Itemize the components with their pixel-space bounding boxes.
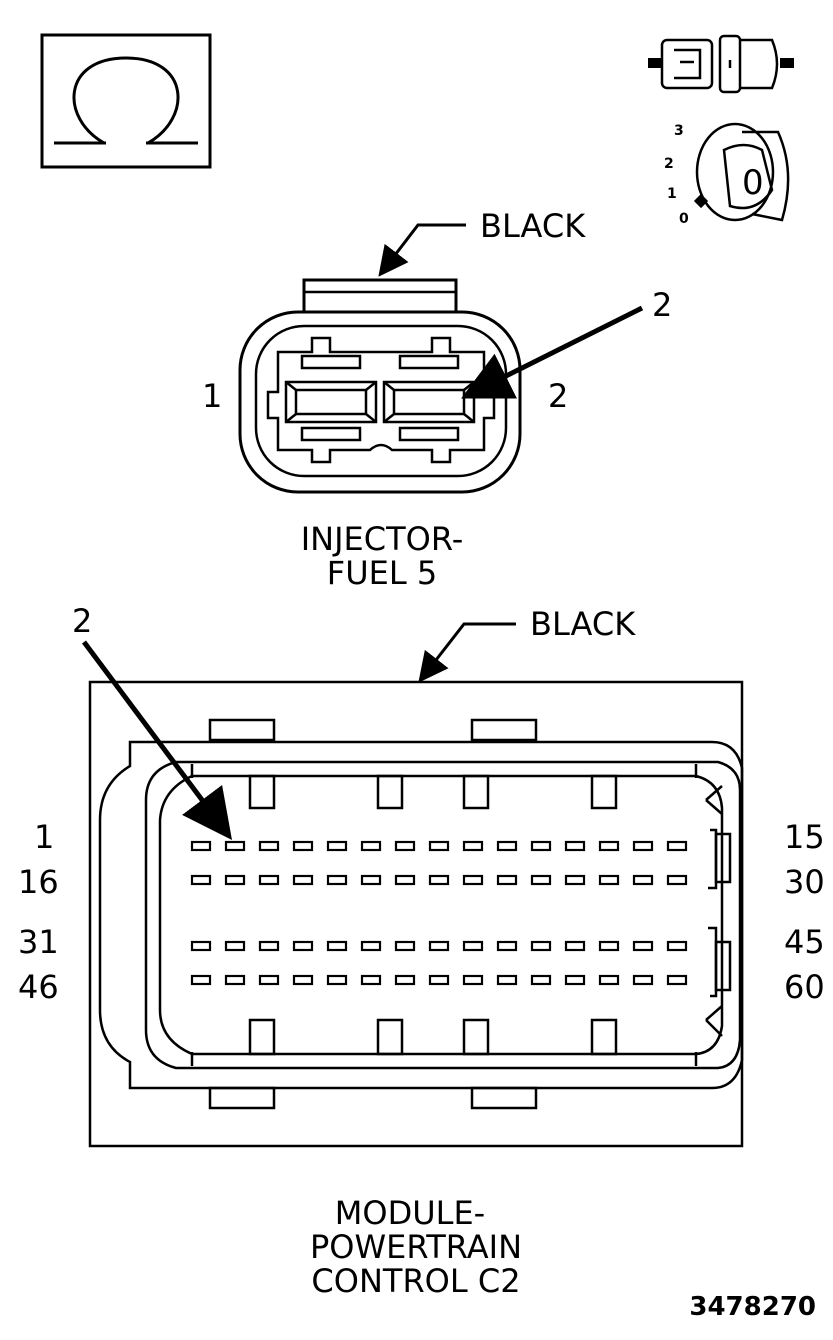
key-value-label: 0: [742, 163, 764, 203]
pcm-cavity-18: [258, 874, 280, 886]
pcm-cavity-47: [224, 974, 246, 986]
pcm-cavity-45: [666, 940, 688, 952]
pcm-cavity-52: [394, 974, 416, 986]
pcm-cavity-32: [224, 940, 246, 952]
pcm-cavity-39: [462, 940, 484, 952]
pcm-cavity-44: [632, 940, 654, 952]
injector-callout-label: 2: [652, 286, 672, 324]
pcm-row-label-30: 30: [784, 863, 825, 901]
pcm-cavity-37: [394, 940, 416, 952]
pcm-title-line1: MODULE-: [335, 1194, 485, 1232]
key-position-2: 2: [664, 156, 674, 172]
pcm-cavity-8: [428, 840, 450, 852]
pcm-row-label-15: 15: [784, 818, 825, 856]
pcm-callout-label: 2: [72, 602, 92, 640]
pcm-cavity-1: [190, 840, 212, 852]
pcm-cavity-11: [530, 840, 552, 852]
pcm-row-label-46: 46: [18, 968, 59, 1006]
pcm-cavity-40: [496, 940, 518, 952]
key-position-3: 3: [674, 123, 684, 139]
pcm-cavity-58: [598, 974, 620, 986]
pcm-cavity-12: [564, 840, 586, 852]
injector-pin-2-label: 2: [548, 377, 568, 415]
pcm-cavity-38: [428, 940, 450, 952]
injector-terminal-2: [382, 380, 476, 424]
pcm-row-label-60: 60: [784, 968, 825, 1006]
pcm-cavity-30: [666, 874, 688, 886]
pcm-cavity-4: [292, 840, 314, 852]
pcm-cavity-21: [360, 874, 382, 886]
pcm-cavity-9: [462, 840, 484, 852]
pcm-cavity-16: [190, 874, 212, 886]
pcm-cavity-35: [326, 940, 348, 952]
pcm-cavity-46: [190, 974, 212, 986]
injector-connector: BLACK: [202, 207, 672, 592]
pcm-cavity-36: [360, 940, 382, 952]
pcm-cavity-56: [530, 974, 552, 986]
injector-title-line1: INJECTOR-: [301, 520, 464, 558]
pcm-cavity-27: [564, 874, 586, 886]
injector-title-line2: FUEL 5: [327, 554, 437, 592]
pcm-cavity-53: [428, 974, 450, 986]
pcm-row-label-1: 1: [34, 818, 54, 856]
pcm-cavity-57: [564, 974, 586, 986]
pcm-cavity-19: [292, 874, 314, 886]
pcm-cavity-17: [224, 874, 246, 886]
pcm-title-line2: POWERTRAIN: [310, 1228, 522, 1266]
ignition-key-icon: 3 2 1 0 0: [664, 122, 790, 227]
pcm-cavity-41: [530, 940, 552, 952]
pcm-cavity-5: [326, 840, 348, 852]
injector-callout-arrow: [461, 305, 644, 399]
pcm-cavity-7: [394, 840, 416, 852]
pcm-cavity-51: [360, 974, 382, 986]
key-position-1: 1: [667, 186, 677, 202]
pcm-color-label: BLACK: [530, 605, 636, 643]
pcm-cavity-23: [428, 874, 450, 886]
key-position-marker: [693, 193, 709, 209]
pcm-cavity-3: [258, 840, 280, 852]
ohmmeter-icon: [40, 33, 212, 169]
pcm-cavity-59: [632, 974, 654, 986]
pcm-cavity-14: [632, 840, 654, 852]
pcm-cavity-26: [530, 874, 552, 886]
pcm-color-leader: [418, 622, 516, 683]
pcm-cavity-24: [462, 874, 484, 886]
pcm-cavity-43: [598, 940, 620, 952]
pcm-cavity-34: [292, 940, 314, 952]
injector-color-label: BLACK: [480, 207, 586, 245]
pcm-cavity-13: [598, 840, 620, 852]
pcm-cavity-54: [462, 974, 484, 986]
pcm-row-label-16: 16: [18, 863, 59, 901]
pcm-cavity-55: [496, 974, 518, 986]
pcm-cavity-28: [598, 874, 620, 886]
pcm-row-label-45: 45: [784, 923, 825, 961]
pcm-cavity-49: [292, 974, 314, 986]
pcm-cavity-2: [224, 840, 246, 852]
pcm-cavity-48: [258, 974, 280, 986]
pcm-callout-arrow: [81, 640, 232, 841]
disconnect-connector-icon: [648, 34, 794, 94]
pcm-pin-grid: [190, 840, 688, 986]
pcm-cavity-6: [360, 840, 382, 852]
injector-terminal-1: [284, 380, 378, 424]
pcm-cavity-50: [326, 974, 348, 986]
pcm-title-line3: CONTROL C2: [311, 1262, 520, 1300]
key-position-0: 0: [679, 211, 689, 227]
pcm-c2-connector: BLACK 2: [18, 602, 825, 1300]
pcm-cavity-22: [394, 874, 416, 886]
pcm-cavity-15: [666, 840, 688, 852]
figure-id: 3478270: [689, 1292, 816, 1322]
injector-pin-1-label: 1: [202, 377, 222, 415]
pcm-cavity-31: [190, 940, 212, 952]
pcm-cavity-42: [564, 940, 586, 952]
pcm-cavity-25: [496, 874, 518, 886]
injector-color-leader: [378, 223, 466, 277]
pcm-cavity-20: [326, 874, 348, 886]
pcm-cavity-10: [496, 840, 518, 852]
pcm-row-label-31: 31: [18, 923, 59, 961]
pcm-cavity-60: [666, 974, 688, 986]
pcm-cavity-29: [632, 874, 654, 886]
pcm-cavity-33: [258, 940, 280, 952]
